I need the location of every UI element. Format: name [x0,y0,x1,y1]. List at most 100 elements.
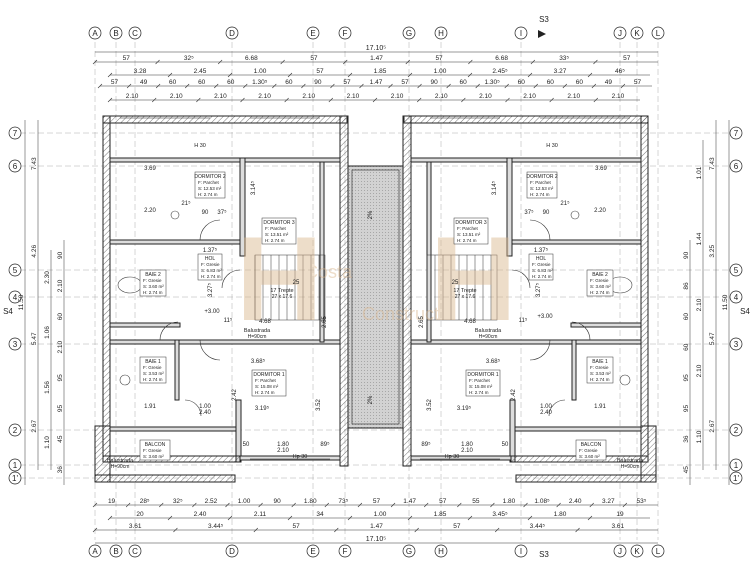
dim-210-left: 2.10 [277,448,289,454]
room-line-dormitor2_left: H: 2.74 m [198,192,218,197]
dim-top-row1-tick [468,59,473,65]
room-line-dormitor1_left: S: 15.08 m² [255,384,279,389]
dim-bot-row2-value: 1.00 [374,511,387,518]
grid-label-col-B: B [113,547,118,556]
balcony-right-parapet [640,425,657,483]
dim-bot-row3-value: 57 [453,523,461,530]
grid-label-row-1': 1' [12,474,18,483]
dim-314-left: 3.14⁵ [250,180,257,195]
grid-label-col-I: I [520,547,522,556]
dim-bot-row3-value: 1.47 [370,523,383,530]
dim-bot-row1-value: 19 [108,498,116,505]
room-line-baie2_left: S: 3.60 m² [143,284,164,289]
dim-left-c-value: 95 [57,374,64,382]
room-tag-dormitor2_right [526,171,558,199]
grid-label-col-L: L [656,547,661,556]
grid-bubble-row-7 [729,126,743,140]
dim-top-row3-value: 57 [111,79,119,86]
room-tag-baie1_left [139,356,167,384]
door-r-4 [529,339,551,361]
dim-top-row3-tick [504,83,509,89]
hp30-left: Hp 30 [293,454,308,460]
dim-191-right: 1.91 [594,404,606,410]
dim-50-right: 50 [502,442,509,448]
room-line-dormitor1_right: S: 15.08 m² [469,384,493,389]
room-tag-baie1_right [586,356,614,384]
grid-bubble-row-1' [8,471,22,485]
watermark-line1: Costa [305,262,353,282]
dim-left-b-value: 1.10 [44,436,51,449]
balustrada-balcon-right-h: H=90cm [621,464,640,470]
dim-top-row3-value: 57 [401,79,409,86]
dim-11-left: 11⁵ [224,317,233,324]
dim-right-c-value: 90 [683,251,690,259]
dim-top-row3-tick [620,83,626,89]
dim-90-right: 90 [543,210,550,216]
dim-bot-row1-tick [490,502,495,508]
dim-bot-row1-value: 1.80 [304,498,317,505]
dim-327-right: 3.27⁵ [535,282,542,297]
dim-314-right: 3.14⁵ [491,180,498,195]
dim-top-row3-tick [330,83,335,89]
grid-bubble-col-F [338,26,352,40]
dim-100-left: 1.00 [199,404,211,410]
grid-label-col-K: K [634,547,640,556]
room-tag-dormitor3_right [453,217,489,245]
stairs-left-label: 17 Trepte [270,288,293,294]
dim-bot-row1-value: 28⁵ [140,498,150,505]
dim-top-row4-tick [372,97,378,103]
dim-top-row4-tick [151,97,157,103]
room-line-baie1_right: S: 3.53 m² [590,371,611,376]
dim-top-row4-tick [284,97,289,103]
dim-top-row3-value: 1.30⁵ [485,79,501,86]
dim-top-row2-value: 1.00 [434,68,447,75]
dim-bot-row3-value: 57 [292,523,300,530]
balconies [94,425,657,483]
dim-left-c-value: 2.10 [57,340,64,353]
dim-bot-row1-tick [457,502,462,508]
wall-l-interior-8 [235,399,242,463]
dim-bot-row1-tick [423,502,429,508]
hp30-right: Hp 30 [445,454,460,460]
grid-bubble-col-K [630,26,644,40]
dim-top-row4-tick [461,97,466,103]
dim-bot-row1-tick [556,502,561,508]
section-mark-bottom: S3 [539,550,549,559]
room-line-baie1_left: S: 3.53 m² [143,371,164,376]
bathtub-left [117,276,143,294]
grid-label-row-4: 4 [734,293,739,302]
dim-top-row3-tick [417,83,422,89]
dim-180-left: 1.80 [277,442,289,448]
dim-bot-row1-tick [324,502,330,508]
dim-bot-row2-tick [107,515,113,521]
room-tag-hol_left [197,253,223,281]
dim-bot-row1-value: 3.27 [602,498,615,505]
dim-top-row4-tick [328,97,334,103]
dim-bot-row2-value: 19 [616,511,624,518]
grid-label-row-3: 3 [13,340,18,349]
room-title-baie2_right: BAIE 2 [592,272,608,278]
dim-bot-row3-tick [253,527,259,533]
grid-bubble-col-I [514,544,528,558]
dim-top-row3-value: 90 [430,79,438,86]
dim-top-row2-tick [587,72,593,78]
dim-top-row4-value: 2.10 [567,93,580,100]
dim-bot-row3-tick [575,527,580,533]
dim-50-left: 50 [243,442,250,448]
dim-right-b-value: 2.10 [696,298,703,311]
dim-top-row4-tick [549,97,554,103]
dim-left-a-value: 2.67 [31,420,38,433]
dim-top-row2-tick [347,72,353,78]
dim-top-row1-tick [593,59,598,65]
grid-bubble-col-E [306,544,320,558]
dim-top-row2-value: 2.45⁵ [492,68,508,75]
room-line-dormitor2_left: F: Parchet [198,180,220,185]
grid-bubble-col-D [225,544,239,558]
dim-bot-row2-value: 1.85 [434,511,447,518]
wall-left-party [339,115,349,467]
dim-top-row1-tick [280,59,285,65]
wall-l-interior-9 [319,161,325,343]
dim-bot-row1-tick [622,502,628,508]
central-void-inner [351,169,400,425]
